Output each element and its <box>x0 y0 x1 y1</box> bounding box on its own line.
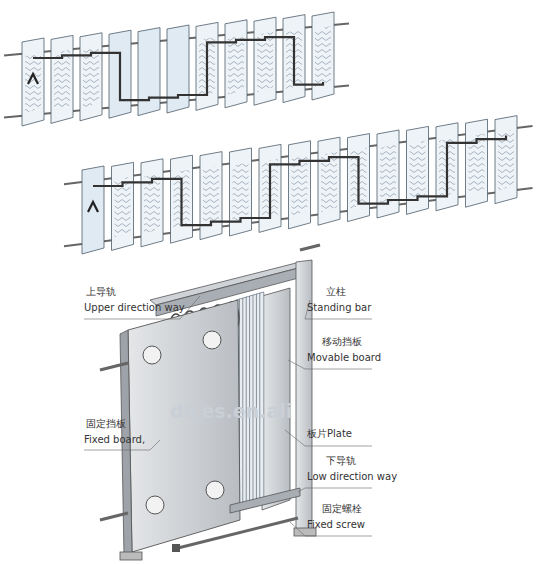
plate <box>407 126 429 214</box>
part-name: 固定挡板 <box>86 418 126 430</box>
leader-lines <box>84 296 372 536</box>
watermark: dices.en.ali <box>170 400 292 422</box>
plate <box>318 137 340 225</box>
exploded-view <box>84 245 372 560</box>
port <box>203 331 221 349</box>
part-name-en: Movable board <box>307 352 381 364</box>
board-foot <box>120 552 142 560</box>
plate <box>225 20 247 108</box>
plate <box>495 116 517 204</box>
plate <box>51 35 73 123</box>
flow-diagram <box>4 12 533 254</box>
bolt <box>100 363 128 370</box>
bolt <box>300 245 320 250</box>
part-name: 板片Plate <box>307 428 352 440</box>
plate <box>466 119 488 207</box>
bolt <box>100 513 128 520</box>
plate <box>22 38 44 126</box>
plate <box>289 141 311 229</box>
part-name-en: Fixed board, <box>84 434 145 446</box>
flow-line <box>93 136 506 226</box>
port <box>143 346 161 364</box>
flow-line <box>33 37 323 100</box>
plate <box>377 130 399 218</box>
part-name-en: Upper direction way <box>84 302 185 314</box>
bolt-head <box>172 544 180 552</box>
lower-rail <box>230 488 300 513</box>
fixed-board <box>128 300 240 552</box>
plate <box>254 17 276 105</box>
direction-mark <box>28 74 38 84</box>
movable-board <box>262 288 290 510</box>
port <box>146 496 164 514</box>
part-name: 下导轨 <box>326 455 356 467</box>
plate <box>167 25 189 113</box>
plate <box>112 162 134 250</box>
part-name: 上导轨 <box>86 286 116 298</box>
part-name-en: Fixed screw <box>307 519 365 531</box>
plate <box>82 166 104 254</box>
fixed-screw <box>178 518 298 548</box>
part-name: 固定螺栓 <box>322 503 362 515</box>
plate <box>138 28 160 116</box>
plate <box>141 159 163 247</box>
plate <box>200 152 222 240</box>
part-name-en: Low direction way <box>307 471 397 483</box>
plate <box>80 33 102 121</box>
direction-mark <box>88 202 98 212</box>
plate <box>230 148 252 236</box>
port <box>206 481 224 499</box>
plate <box>312 12 334 100</box>
part-name-en: Standing bar <box>307 302 371 314</box>
part-name: 移动挡板 <box>322 336 362 348</box>
part-name: 立柱 <box>326 286 346 298</box>
